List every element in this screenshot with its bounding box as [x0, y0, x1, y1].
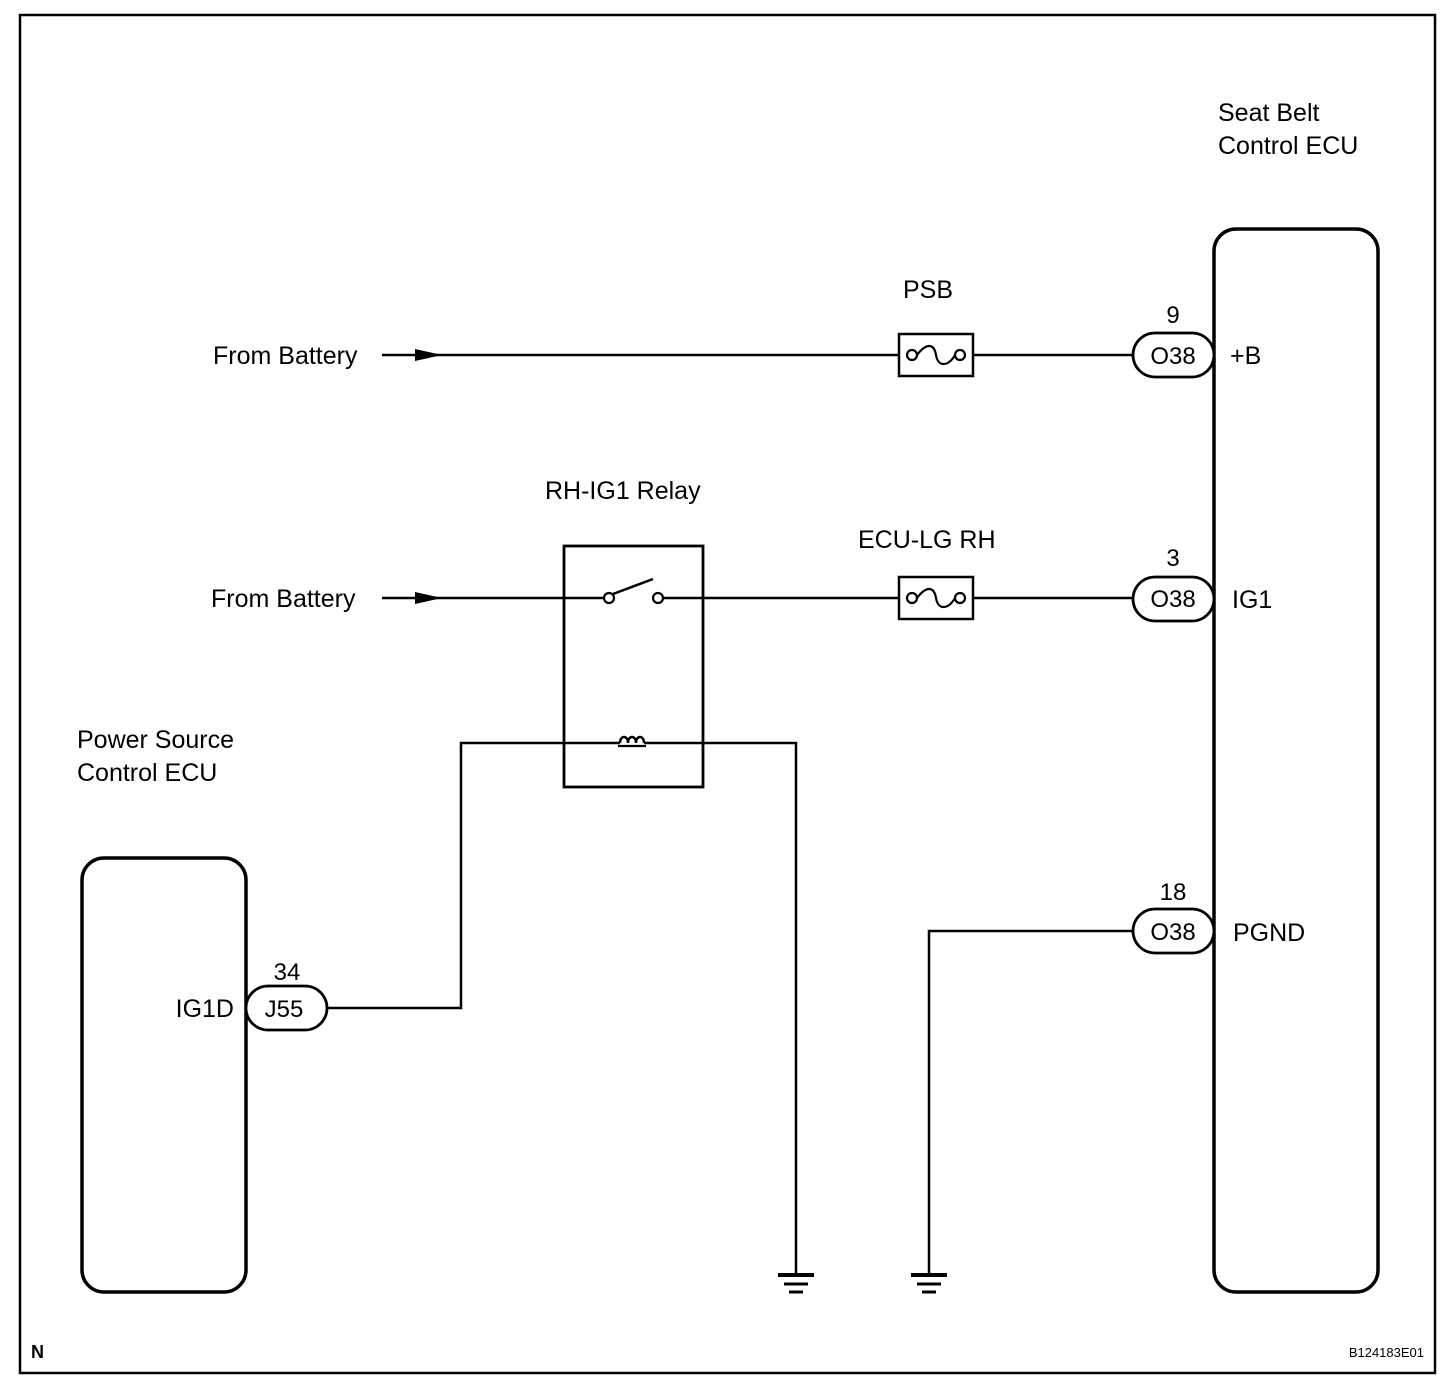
battery-label-1: From Battery: [213, 342, 358, 370]
pin-ig1-number: 3: [1166, 545, 1179, 572]
connector-pgnd-label: O38: [1150, 919, 1195, 946]
terminal-pgnd-name: PGND: [1233, 919, 1305, 947]
relay-switch-icon: [602, 577, 665, 605]
power-ecu-box: [80, 856, 248, 1294]
relay-label: RH-IG1 Relay: [545, 477, 701, 505]
fuse-ecu-lg-icon: [897, 575, 975, 621]
battery-label-2: From Battery: [211, 585, 356, 613]
terminal-ig1-name: IG1: [1232, 586, 1272, 614]
terminal-ig1d-name: IG1D: [176, 995, 234, 1023]
terminal-b-name: +B: [1230, 342, 1261, 370]
fuse-psb-label: PSB: [903, 276, 953, 304]
ground-1-icon: [778, 1273, 814, 1294]
wire-coil-ground: [644, 741, 798, 1275]
connector-ig1d-label: J55: [265, 996, 304, 1023]
ground-2-icon: [911, 1273, 947, 1294]
connector-ig1-label: O38: [1150, 586, 1195, 613]
pin-b-number: 9: [1166, 302, 1179, 329]
corner-mark: N: [31, 1342, 44, 1362]
fuse-psb-icon: [897, 332, 975, 378]
wire-pgnd-ground: [927, 929, 1133, 1275]
seatbelt-ecu-label-line2: Control ECU: [1218, 132, 1358, 160]
pin-ig1d-number: 34: [274, 959, 301, 986]
relay-coil-icon: [618, 735, 646, 748]
power-ecu-label-line2: Control ECU: [77, 759, 217, 787]
figure-code: B124183E01: [1349, 1345, 1424, 1360]
diagram-frame: [18, 13, 1437, 1375]
connector-ig1-oval: [1131, 575, 1216, 623]
seatbelt-ecu-box: [1212, 227, 1380, 1294]
seatbelt-ecu-label-line1: Seat Belt: [1218, 99, 1320, 127]
pin-pgnd-number: 18: [1160, 879, 1187, 906]
connector-b-oval: [1131, 331, 1216, 379]
relay-box: [562, 544, 705, 789]
arrow-2-icon: [415, 592, 442, 604]
connector-b-label: O38: [1150, 343, 1195, 370]
arrow-1-icon: [415, 349, 442, 361]
fuse-ecu-lg-label: ECU-LG RH: [858, 526, 996, 554]
connector-ig1d-oval: [244, 984, 329, 1032]
power-ecu-label-line1: Power Source: [77, 726, 234, 754]
wire-ig1d-coil: [327, 741, 620, 1010]
